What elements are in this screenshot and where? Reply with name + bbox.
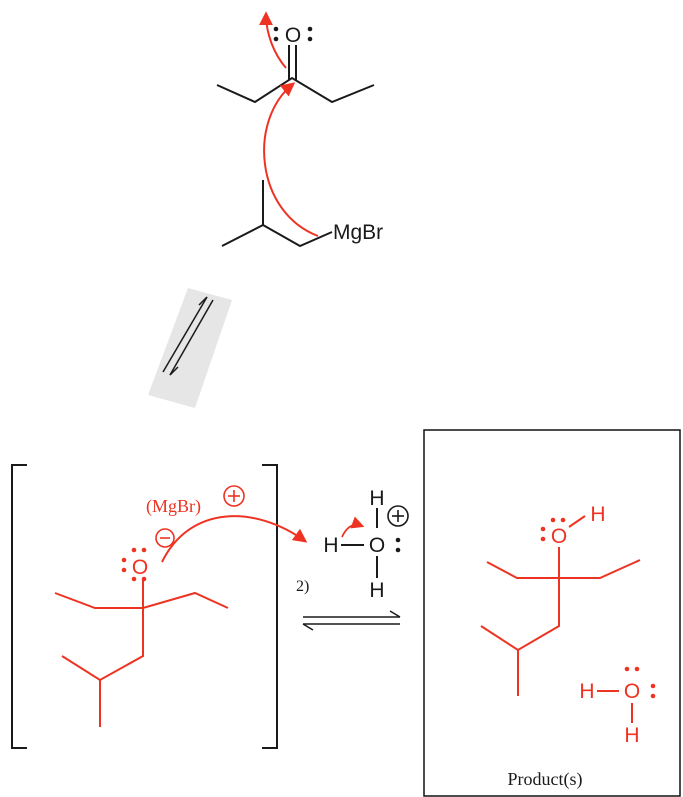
equilibrium-arrows-icon (302, 610, 401, 631)
hydronium-oxygen: O (369, 534, 385, 557)
circled-plus-icon (223, 485, 245, 507)
circled-minus-icon (155, 528, 175, 548)
carbonyl-oxygen: O (285, 24, 301, 47)
grignard-mgbr: MgBr (333, 221, 383, 244)
product-isobutyl (480, 578, 560, 652)
lone-pair-dot (395, 547, 401, 553)
lone-pair-dot (141, 576, 147, 582)
lone-pair-dot (540, 536, 546, 542)
hydronium-molecule: H H O H (323, 487, 409, 602)
lone-pair-dot (121, 567, 127, 573)
right-bracket (262, 464, 278, 749)
lone-pair-dot (131, 547, 137, 553)
product-oxygen: O (551, 525, 567, 548)
forward-arrow-head (389, 610, 401, 618)
lone-pair-dot (550, 517, 556, 523)
product-label: Product(s) (508, 769, 583, 790)
intermediate-brackets (11, 464, 278, 749)
lone-pair-dot (131, 576, 137, 582)
oh-bond (568, 515, 586, 528)
counterion-label: (MgBr) (146, 496, 201, 517)
reverse-arrow-head (302, 623, 314, 631)
reverse-arrow-head (198, 296, 208, 306)
arrow-shadow (148, 288, 232, 408)
grignard-skeleton (221, 223, 333, 248)
ketone-skeleton (216, 76, 375, 104)
forward-arrow-line (169, 299, 214, 376)
step-label: 2) (296, 578, 309, 595)
left-bracket (11, 464, 27, 749)
lone-pair-dot (624, 666, 630, 672)
curved-arrow-icon (161, 515, 308, 563)
curved-arrow-icon (259, 11, 287, 69)
ketone-molecule: O (216, 24, 375, 104)
lone-pair-dot (540, 526, 546, 532)
lone-pair-dot (634, 666, 640, 672)
lone-pair-dot (273, 36, 279, 42)
product-box (423, 429, 681, 797)
curved-arrow-icon (341, 516, 365, 538)
circled-plus-icon (387, 505, 409, 527)
alkoxide-intermediate: O (MgBr) (54, 485, 245, 727)
forward-arrow-head (169, 366, 179, 376)
intermediate-skeleton (54, 591, 229, 609)
lone-pair-dot (650, 693, 656, 699)
lone-pair-dot (273, 26, 279, 32)
lone-pair-dot (307, 26, 313, 32)
equilibrium-arrows-icon (148, 288, 232, 408)
grignard-molecule: MgBr (221, 180, 383, 248)
reverse-arrow-line (162, 296, 208, 373)
water-oxygen: O (624, 680, 640, 703)
water-h-left: H (579, 680, 594, 703)
intermediate-isobutyl (61, 608, 144, 682)
hydronium-h-left: H (323, 534, 338, 557)
hydronium-h-bottom: H (369, 579, 384, 602)
lone-pair-dot (141, 547, 147, 553)
lone-pair-dot (395, 537, 401, 543)
alkoxide-oxygen: O (132, 556, 148, 579)
product-hydrogen: H (590, 503, 605, 526)
lone-pair-dot (121, 557, 127, 563)
lone-pair-dot (650, 683, 656, 689)
product-skeleton (486, 559, 641, 579)
water-product: H O H (579, 666, 656, 747)
lone-pair-dot (307, 36, 313, 42)
alcohol-product: O H (480, 503, 641, 696)
hydronium-h-top: H (369, 487, 384, 510)
curved-arrow-icon (263, 82, 319, 237)
lone-pair-dot (560, 517, 566, 523)
water-h-bottom: H (624, 724, 639, 747)
